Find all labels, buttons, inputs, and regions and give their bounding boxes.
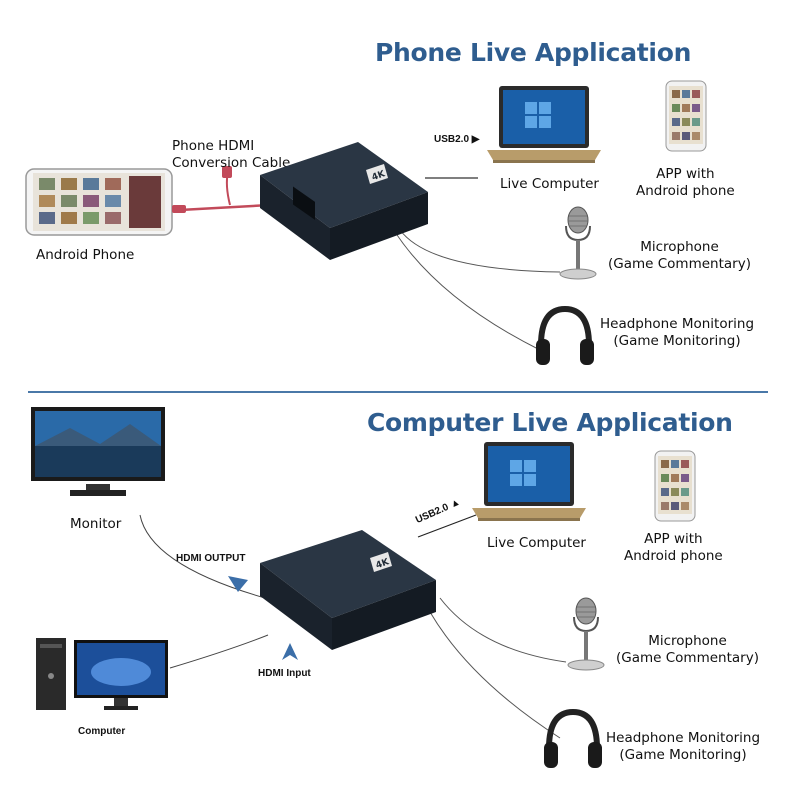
capture-device-bottom: 4K	[258, 528, 438, 652]
app-phone-image-bottom	[654, 450, 696, 522]
capture-device-top: 4K	[258, 140, 430, 262]
computer-label: Computer	[78, 726, 126, 737]
phone-hdmi-cable	[179, 203, 271, 212]
android-phone-label: Android Phone	[36, 247, 135, 263]
live-computer-laptop-bottom	[470, 440, 588, 530]
headphone-label-bottom: Headphone Monitoring (Game Monitoring)	[606, 730, 761, 763]
cable-monitor-to-device	[139, 514, 266, 599]
app-label: APP with Android phone	[636, 166, 735, 199]
cable-plug-phone	[172, 205, 186, 213]
live-computer-label: Live Computer	[500, 176, 599, 192]
hdmi-output-label: HDMI OUTPUT	[176, 553, 246, 564]
arrow-up-left-icon	[226, 574, 250, 594]
headphone-image-bottom	[541, 708, 605, 772]
section-divider	[28, 391, 768, 393]
usb-cable-bottom	[417, 514, 477, 538]
cable-device-to-headphone	[394, 231, 541, 351]
cable-device-to-microphone-2	[439, 597, 567, 663]
live-computer-laptop	[485, 84, 603, 170]
cable-device-to-headphone-2	[429, 611, 561, 739]
hdmi-input-label: HDMI Input	[258, 668, 311, 679]
microphone-label: Microphone (Game Commentary)	[608, 239, 751, 272]
usb-label-top: USB2.0 ▶	[434, 134, 480, 145]
arrow-up-icon	[280, 642, 300, 662]
live-computer-label-bottom: Live Computer	[487, 535, 586, 551]
cable-device-to-microphone	[399, 229, 561, 273]
android-phone-image	[25, 168, 173, 236]
monitor-label: Monitor	[70, 516, 122, 532]
app-label-bottom: APP with Android phone	[624, 531, 723, 564]
cable-computer-to-device	[169, 634, 269, 669]
svg-text:4K: 4K	[371, 169, 388, 183]
computer-image	[34, 636, 170, 714]
cable-label: Phone HDMI Conversion Cable	[172, 138, 291, 171]
usb-label-text: USB2.0	[434, 134, 470, 145]
computer-section-title: Computer Live Application	[367, 408, 733, 437]
monitor-image	[30, 406, 166, 500]
app-phone-image	[665, 80, 707, 152]
microphone-image	[556, 206, 600, 282]
svg-text:4K: 4K	[375, 557, 392, 571]
headphone-image	[533, 305, 597, 369]
arrow-right-icon: ▶	[471, 134, 480, 145]
microphone-image-bottom	[564, 597, 608, 673]
cable-plug-power	[222, 166, 232, 178]
headphone-label: Headphone Monitoring (Game Monitoring)	[600, 316, 755, 349]
phone-section-title: Phone Live Application	[375, 38, 692, 67]
microphone-label-bottom: Microphone (Game Commentary)	[616, 633, 759, 666]
